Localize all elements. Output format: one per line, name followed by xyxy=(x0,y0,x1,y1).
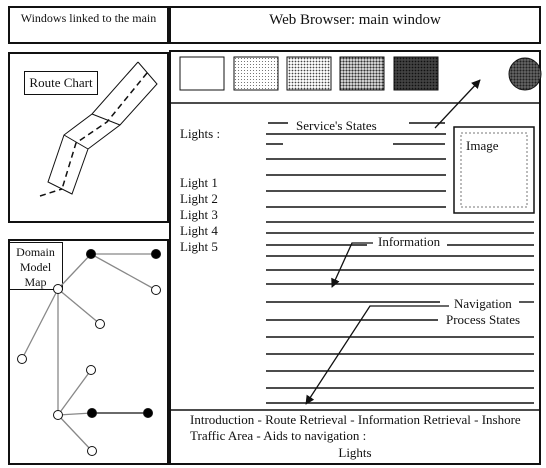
content-lines xyxy=(266,122,534,404)
route-chart-path xyxy=(39,61,158,197)
footer-nav-line3: Lights xyxy=(338,445,372,460)
arrow-information xyxy=(331,242,373,288)
light-item-5: Light 5 xyxy=(180,239,218,254)
annotation-arrows xyxy=(305,79,481,405)
main-browser-window xyxy=(169,50,541,465)
information-label: Information xyxy=(378,234,441,249)
toolbar-swatches xyxy=(179,56,439,91)
lights-label: Lights : xyxy=(180,126,221,141)
domain-model-label-line3: Map xyxy=(24,275,47,289)
light-item-1: Light 1 xyxy=(180,175,218,190)
footer-nav-line2: Traffic Area - Aids to navigation : xyxy=(190,428,367,443)
main-window-title: Web Browser: main window xyxy=(269,12,441,28)
main-header-frame xyxy=(169,6,541,44)
domain-model-nodes xyxy=(17,249,161,456)
route-chart-label: Route Chart xyxy=(29,75,93,90)
domain-model-map-window xyxy=(8,239,169,465)
route-chart-label-box xyxy=(24,71,98,95)
image-label: Image xyxy=(466,138,499,153)
domain-model-label-line1: Domain xyxy=(16,245,55,259)
route-chart-window xyxy=(8,52,169,223)
process-states-label: Process States xyxy=(446,312,521,327)
service-states-label: Service's States xyxy=(296,118,377,133)
swatch-white xyxy=(179,56,225,91)
footer-nav-line1: Introduction - Route Retrieval - Informa… xyxy=(190,412,521,427)
light-item-3: Light 3 xyxy=(180,207,218,222)
light-item-4: Light 4 xyxy=(180,223,218,238)
linked-windows-title: Windows linked to the main xyxy=(20,11,157,25)
swatch-medium xyxy=(286,56,332,91)
light-item-2: Light 2 xyxy=(180,191,218,206)
domain-model-label-box xyxy=(8,242,63,290)
swatch-dark xyxy=(339,56,385,91)
swatch-light xyxy=(233,56,279,91)
navigation-label: Navigation xyxy=(454,296,512,311)
domain-model-label-line2: Model xyxy=(19,260,52,274)
image-placeholder-frame xyxy=(453,126,535,214)
status-circle-icon xyxy=(508,57,542,91)
left-header-frame xyxy=(8,6,169,44)
arrow-navigation xyxy=(305,305,449,405)
image-placeholder-inner xyxy=(460,132,528,208)
arrow-service-to-toolbar xyxy=(434,79,481,129)
domain-model-tree xyxy=(21,253,157,452)
swatch-darkest xyxy=(393,56,439,91)
